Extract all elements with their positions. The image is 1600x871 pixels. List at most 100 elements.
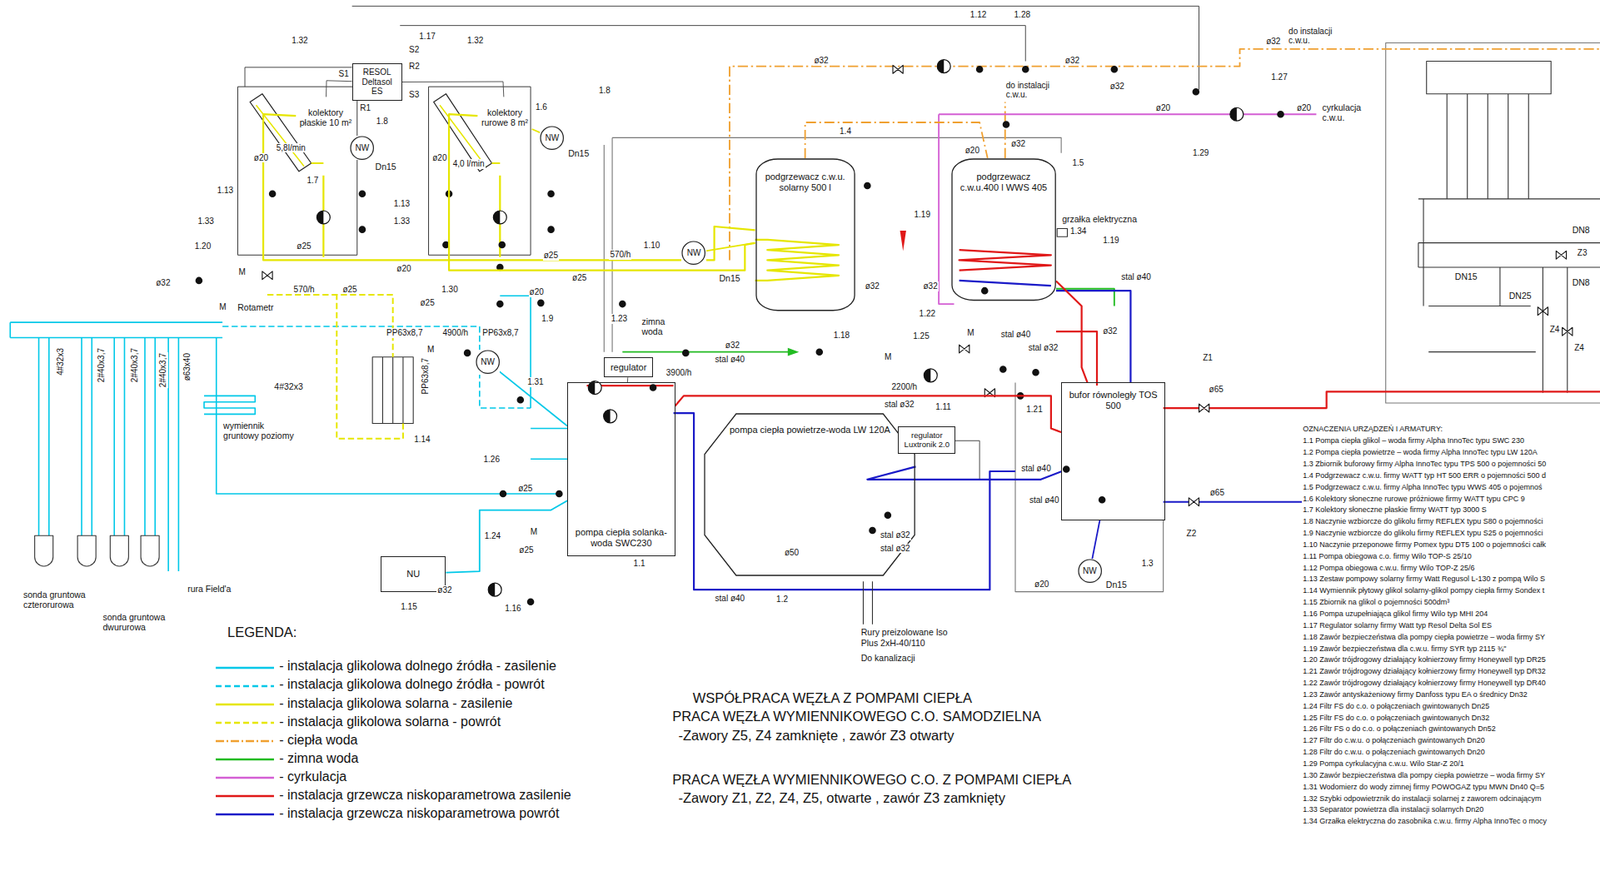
tank-outline — [756, 159, 855, 311]
node-text: pompa ciepła powietrze-woda LW 120A — [728, 424, 892, 436]
callout-number: 1.14 — [413, 434, 431, 445]
pump-symbol — [1230, 107, 1244, 121]
callout-number: 1.15 — [399, 602, 418, 613]
equipment-list-item: 1.16 Pompa uzupełniająca glikol firmy Wi… — [1301, 609, 1489, 619]
pipe-size-label: ø20 — [1155, 103, 1172, 114]
annotation-text: DN8 — [1571, 224, 1591, 235]
legend-item: - cyrkulacja — [214, 769, 349, 785]
pipe-size-label: ø65 — [1209, 488, 1226, 499]
equipment-list-item: 1.18 Zawór bezpieczeństwa dla pompy ciep… — [1301, 633, 1546, 642]
equipment-list-item: 1.13 Zestaw pompowy solarny firmy Watt R… — [1301, 574, 1546, 584]
pipe-size-label: stal ø32 — [1027, 343, 1060, 354]
equipment-list-item: 1.28 Filtr do c.w.u. o połączeniach gwin… — [1301, 747, 1486, 757]
legend-text: - instalacja glikolowa solarna - powrót — [277, 714, 503, 730]
annotation-text: rura Field'a — [186, 583, 232, 594]
annotation-text: Rotametr — [236, 302, 275, 313]
annotation-text: DN25 — [1508, 290, 1533, 301]
valve-symbol — [262, 271, 273, 280]
pipe-size-label: ø63x40 — [182, 352, 193, 382]
legend-item: - instalacja glikolowa solarna - zasilen… — [214, 696, 514, 712]
node-text: NW — [686, 248, 703, 259]
pipe-size-label: ø65 — [1208, 384, 1225, 395]
legend-swatch-frame — [214, 732, 278, 748]
legend-swatch — [215, 758, 275, 762]
callout-number: 1.1 — [633, 558, 647, 569]
valve-symbol — [1555, 250, 1566, 260]
storage-tank: podgrzewacz c.w.u.400 l WWS 405 — [951, 158, 1057, 302]
pipe-size-label: ø20 — [253, 153, 270, 164]
callout-number: R1 — [358, 103, 372, 114]
collector-frame — [237, 86, 531, 255]
node-text: regulator — [609, 362, 648, 374]
callout-number: 1.4 — [838, 126, 853, 137]
pump-symbol — [488, 583, 502, 597]
pipe-size-label: ø25 — [518, 545, 534, 556]
valve-symbol — [1562, 327, 1573, 336]
pipe-size-label: ø20 — [1295, 103, 1312, 114]
pipe-connector — [706, 243, 756, 252]
callout-number: 1.32 — [290, 35, 309, 46]
controller-box: regulator Luxtronik 2.0 — [897, 426, 956, 454]
pipe-size-label: stal ø40 — [1028, 495, 1061, 506]
callout-number: 1.25 — [912, 331, 930, 342]
equipment-list-item: 1.14 Wymiennik płytowy glikol solarny-gl… — [1301, 586, 1546, 595]
callout-number: 1.8 — [375, 116, 389, 127]
annotation-text: cyrkulacja c.w.u. — [1321, 102, 1375, 123]
pipe-connector — [1091, 520, 1100, 560]
legend-swatch — [215, 722, 275, 725]
collector-label: kolektory rurowe 8 m² — [477, 96, 532, 138]
motor-mark: M — [529, 527, 539, 538]
callout-number: 1.6 — [534, 102, 549, 113]
legend-heading: LEGENDA: — [226, 624, 298, 641]
vessel-outline — [1078, 559, 1102, 583]
fitting-dot — [199, 69, 1281, 603]
legend-swatch-frame — [214, 714, 278, 730]
node-text: podgrzewacz c.w.u.400 l WWS 405 — [956, 171, 1052, 193]
node-text: NU — [405, 568, 421, 580]
equipment-list-item: 1.21 Zawór trójdrogowy działający kołnie… — [1301, 667, 1547, 676]
node-text: RESOL Deltasol ES — [355, 67, 399, 97]
legend-swatch — [215, 740, 275, 743]
operating-note: PRACA WĘZŁA WYMIENNIKOWEGO C.O. SAMODZIE… — [671, 708, 1042, 725]
expansion-vessel: NW — [349, 135, 374, 160]
callout-number: 1.3 — [1141, 558, 1155, 569]
legend-item: - instalacja grzewcza niskoparametrowa p… — [214, 806, 561, 822]
glycol-supply-pipe — [9, 295, 568, 572]
pipe-size-label: 4900/h — [441, 328, 469, 339]
pipe-size-label: ø25 — [419, 298, 436, 309]
pipe-size-label: ø32 — [1265, 36, 1281, 47]
vessel-outline — [350, 136, 374, 160]
equipment-list-item: 1.23 Zawór antyskażeniowy firmy Danfoss … — [1301, 690, 1529, 699]
equipment-list-item: 1.30 Zawór bezpieczeństwa dla pompy ciep… — [1301, 771, 1546, 780]
preinsulated-pipe — [862, 581, 873, 624]
node-text: regulator Luxtronik 2.0 — [901, 431, 953, 450]
legend-item: - instalacja glikolowa solarna - powrót — [214, 714, 503, 730]
pipe-size-label: stal ø40 — [714, 354, 747, 365]
pipe-size-label: ø25 — [517, 483, 534, 494]
control-wire — [244, 5, 1199, 479]
callout-number: 1.12 — [969, 9, 987, 20]
callout-number: Z4 — [1573, 343, 1586, 354]
pipe-size-label: ø20 — [431, 153, 448, 164]
pipe-frame — [603, 42, 1600, 592]
motor-mark: M — [237, 267, 246, 278]
pipe-size-label: ø32 — [154, 278, 171, 289]
expansion-vessel: NW — [475, 349, 500, 374]
equipment-list-item: 1.4 Podgrzewacz c.w.u. firmy WATT typ HT… — [1301, 471, 1547, 480]
hot-water-pipe — [729, 49, 1600, 261]
pipe-size-label: stal ø40 — [1020, 463, 1052, 474]
callout-number: 1.33 — [393, 216, 411, 227]
annotation-text: sonda gruntowa czterorurowa — [22, 589, 101, 610]
pipe-size-label: ø20 — [528, 287, 545, 298]
callout-number: 1.13 — [393, 199, 411, 210]
callout-number: 1.13 — [216, 185, 235, 196]
callout-number: 1.20 — [194, 241, 212, 252]
callout-number: 1.23 — [610, 314, 629, 324]
pipe-size-label: 570/h — [608, 249, 632, 260]
buffer-tank: bufor równoległy TOS 500 — [1061, 382, 1166, 520]
equipment-list-item: 1.32 Szybki odpowietrznik do instalacji … — [1301, 794, 1542, 803]
node-text: NW — [543, 133, 560, 144]
equipment-list-item: 1.2 Pompa ciepła powietrze – woda firmy … — [1301, 448, 1539, 457]
equipment-list-item: 1.34 Grzałka elektryczna do zasobnika c.… — [1301, 817, 1548, 826]
